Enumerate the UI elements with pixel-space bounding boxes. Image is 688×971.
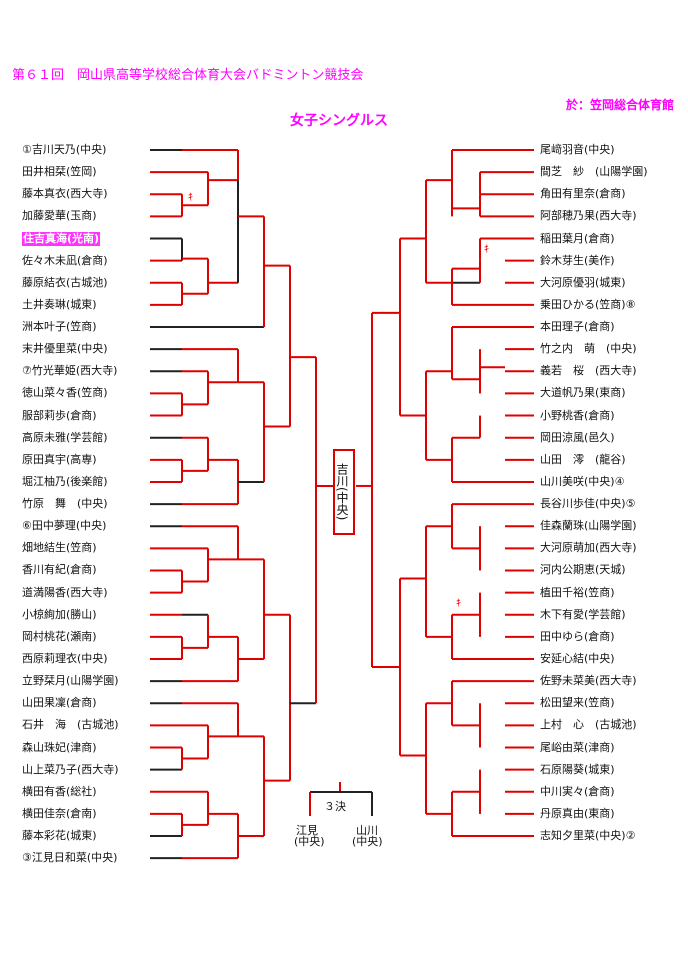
forfeit-mark: ｷ bbox=[456, 599, 461, 610]
third-place-label: ３決 bbox=[324, 800, 346, 813]
forfeit-mark: ｷ bbox=[484, 245, 489, 256]
left-player: 岡村桃花(瀬南) bbox=[22, 629, 97, 643]
left-player: 立野栞月(山陽学園) bbox=[22, 674, 119, 688]
right-player: 上村 心 (古城池) bbox=[540, 718, 637, 732]
forfeit-mark: ｷ bbox=[188, 192, 193, 203]
right-player: 義若 桜 (西大寺) bbox=[540, 364, 637, 378]
left-player: 道満陽香(西大寺) bbox=[22, 585, 108, 599]
left-player: 原田真宇(高専) bbox=[22, 452, 97, 466]
left-player: 山上菜乃子(西大寺) bbox=[22, 762, 119, 776]
left-player: 森山珠妃(津商) bbox=[22, 740, 97, 754]
right-player: 山田 澪 (龍谷) bbox=[540, 452, 626, 466]
right-player: 佐野未菜美(西大寺) bbox=[540, 674, 637, 688]
right-player: 植田千裕(笠商) bbox=[540, 585, 615, 599]
left-player: 畑地結生(笠商) bbox=[22, 541, 97, 555]
venue-label: 於：笠岡総合体育館 bbox=[565, 98, 674, 112]
left-player: 佐々木未凪(倉商) bbox=[22, 253, 108, 267]
left-player: 藤本真衣(西大寺) bbox=[22, 187, 108, 201]
third-place-left-name: 江見 bbox=[296, 824, 318, 837]
right-player: 本田理子(倉商) bbox=[540, 320, 615, 334]
right-player: 岡田涼風(邑久) bbox=[540, 430, 615, 444]
right-player: 松田望来(笠商) bbox=[540, 696, 615, 710]
left-player: 西原莉理衣(中央) bbox=[22, 651, 108, 665]
left-player: 堀江柚乃(後楽館) bbox=[22, 474, 108, 488]
right-player: 尾﨑羽音(中央) bbox=[540, 143, 615, 156]
right-player: 志知夕里菜(中央)② bbox=[540, 829, 636, 843]
right-player: 竹之内 萌 (中央) bbox=[540, 342, 637, 356]
event-title: 女子シングルス bbox=[290, 113, 388, 129]
right-player: 乗田ひかる(笠商)⑧ bbox=[540, 297, 636, 311]
right-player: 石原陽葵(城東) bbox=[540, 762, 615, 776]
right-player: 河内公期恵(天城) bbox=[540, 563, 626, 577]
third-place-right-name: 山川 bbox=[356, 824, 378, 837]
page-title: 第６１回 岡山県高等学校総合体育大会バドミントン競技会 bbox=[12, 68, 364, 83]
right-player: 大道帆乃果(東商) bbox=[540, 386, 626, 400]
right-player: 佳森蘭珠(山陽学園) bbox=[540, 519, 637, 533]
right-player: 尾峪由菜(津商) bbox=[540, 740, 615, 754]
right-player: 角田有里奈(倉商) bbox=[540, 187, 626, 201]
left-player: 石井 海 (古城池) bbox=[22, 718, 119, 732]
left-player: 徳山菜々香(笠商) bbox=[22, 386, 108, 400]
left-player: 横田佳奈(倉南) bbox=[22, 806, 97, 820]
right-player: 田中ゆら(倉商) bbox=[540, 629, 615, 643]
left-player: 山田果凜(倉商) bbox=[22, 696, 97, 710]
left-player: 香川有紀(倉商) bbox=[22, 563, 97, 577]
right-player: 大河原優羽(城東) bbox=[540, 275, 626, 289]
right-player: 稲田葉月(倉商) bbox=[540, 231, 615, 245]
left-player: ①吉川天乃(中央) bbox=[22, 143, 107, 156]
left-player: 加藤愛華(玉商) bbox=[22, 209, 97, 223]
left-player: ⑥田中夢理(中央) bbox=[22, 519, 107, 533]
left-player: 高原未雅(学芸館) bbox=[22, 430, 108, 444]
third-place-left-school: (中央) bbox=[294, 835, 325, 848]
left-player: 竹原 舞 (中央) bbox=[22, 497, 108, 511]
right-player: 安延心結(中央) bbox=[540, 651, 615, 665]
right-player: 鈴木芽生(美作) bbox=[540, 253, 615, 267]
left-player: 住吉真海(光南) bbox=[22, 231, 101, 246]
right-player: 小野桃香(倉商) bbox=[540, 408, 615, 422]
left-player: ⑦竹光華姫(西大寺) bbox=[22, 364, 118, 378]
left-player: 洲本叶子(笠商) bbox=[22, 320, 97, 334]
left-player: 藤本彩花(城東) bbox=[22, 829, 97, 843]
left-player: ③江見日和菜(中央) bbox=[22, 851, 118, 865]
right-player: 中川実々(倉商) bbox=[540, 784, 615, 798]
right-player: 大河原萌加(西大寺) bbox=[540, 541, 637, 555]
right-player: 木下有愛(学芸館) bbox=[540, 607, 626, 621]
left-player: 服部莉歩(倉商) bbox=[22, 408, 97, 422]
third-place-right-school: (中央) bbox=[352, 835, 383, 848]
right-player: 長谷川歩佳(中央)⑤ bbox=[540, 497, 636, 511]
left-player: 小椋絢加(勝山) bbox=[22, 607, 97, 621]
left-player: 末井優里菜(中央) bbox=[22, 342, 108, 356]
left-player: 横田有香(総社) bbox=[22, 784, 97, 798]
left-player: 藤原結衣(古城池) bbox=[22, 275, 108, 289]
left-player: 土井奏琳(城東) bbox=[22, 297, 97, 311]
right-player: 丹原真由(東商) bbox=[540, 806, 615, 820]
left-player: 田井相栞(笠岡) bbox=[22, 165, 97, 179]
champion-box: 吉川(中央) bbox=[333, 449, 355, 535]
right-player: 山川美咲(中央)④ bbox=[540, 474, 625, 488]
right-player: 阿部穂乃果(西大寺) bbox=[540, 209, 637, 223]
right-player: 間芝 紗 (山陽学園) bbox=[540, 165, 648, 179]
